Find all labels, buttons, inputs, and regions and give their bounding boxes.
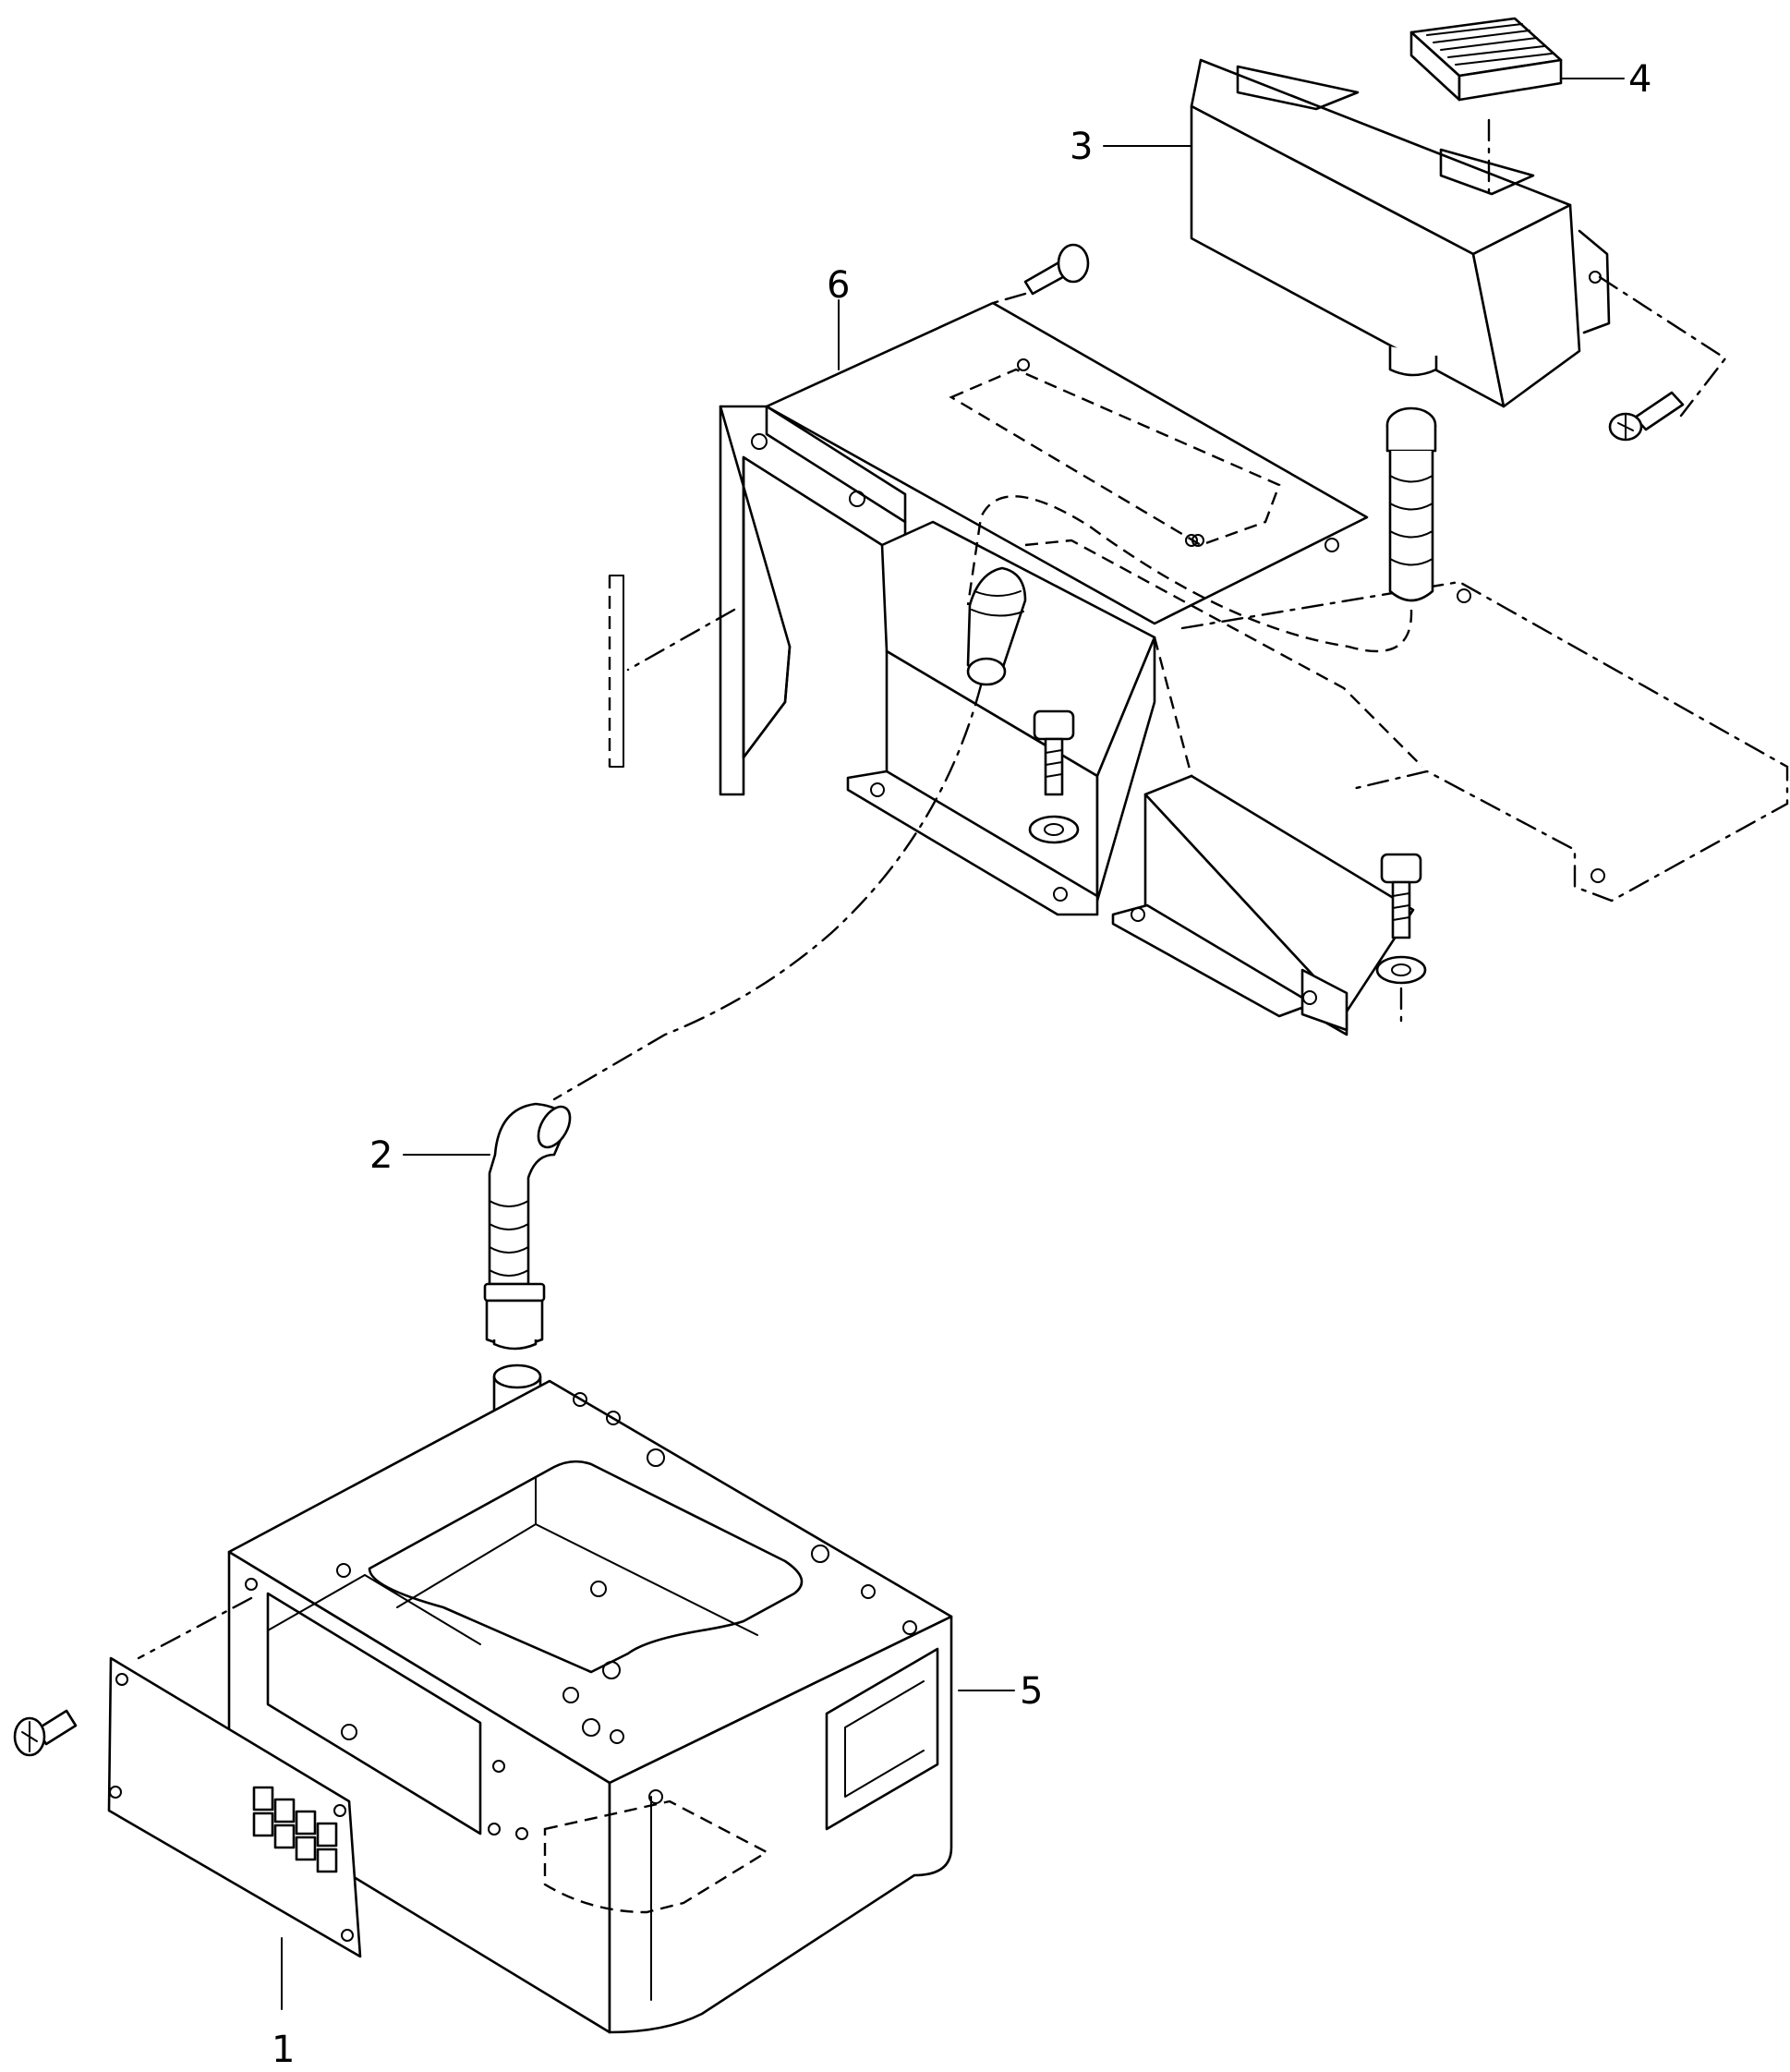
- callout-6: 6: [827, 264, 850, 370]
- grille: [1409, 17, 1563, 198]
- callout-label-5: 5: [1020, 1670, 1043, 1713]
- callout-label-6: 6: [827, 264, 850, 307]
- screw-bracket-left: [1028, 709, 1080, 844]
- upper-housing: [1190, 58, 1727, 418]
- mounting-bracket: [608, 301, 1789, 1036]
- screw-housing: [1608, 391, 1685, 442]
- assembly-path: [552, 684, 983, 1101]
- hose-right: [966, 406, 1437, 653]
- elbow-hose: [483, 1102, 572, 1351]
- base-frame: [137, 1363, 953, 2034]
- cover-plate: [107, 1656, 362, 1958]
- screw-bracket-right: [1375, 853, 1427, 1027]
- callout-4: 4: [1560, 58, 1651, 101]
- callout-2: 2: [369, 1134, 490, 1177]
- screw-bracket-top: [991, 243, 1090, 305]
- callout-5: 5: [958, 1670, 1043, 1713]
- callout-label-3: 3: [1070, 126, 1093, 168]
- callout-label-1: 1: [272, 2029, 295, 2071]
- callout-3: 3: [1070, 126, 1192, 168]
- callout-1: 1: [272, 1937, 295, 2071]
- callout-label-4: 4: [1628, 58, 1651, 101]
- screw-cover: [13, 1709, 78, 1757]
- label-grid: [252, 1786, 338, 1873]
- hose-upper: [966, 566, 1027, 686]
- callout-label-2: 2: [369, 1134, 393, 1177]
